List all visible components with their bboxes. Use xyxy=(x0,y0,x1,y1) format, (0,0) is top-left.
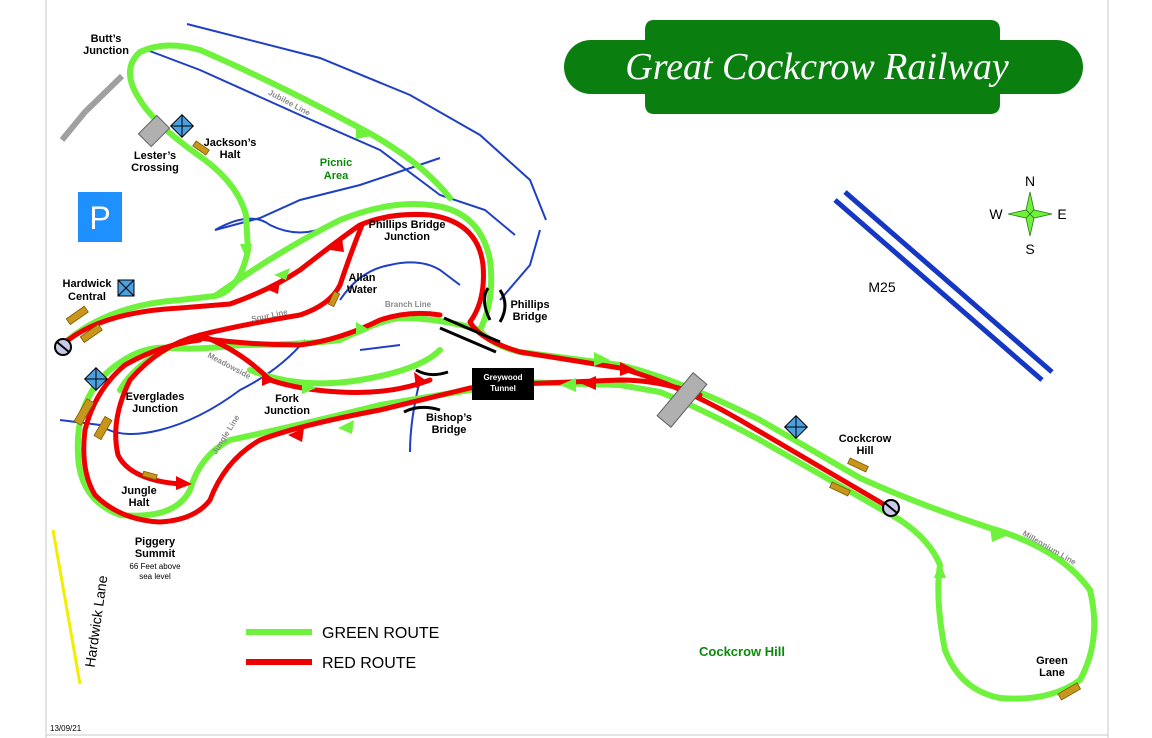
label-cockcrow-hill-area: Cockcrow Hill xyxy=(699,644,785,659)
label-allan-water-2: Water xyxy=(347,284,378,296)
streams xyxy=(59,23,547,453)
label-green-lane-1: Green xyxy=(1036,655,1068,667)
label-branch-line: Branch Line xyxy=(385,300,432,309)
label-bishops-bridge-2: Bridge xyxy=(432,424,467,436)
level-crossings xyxy=(137,114,708,428)
label-jungle-line: Jungle Line xyxy=(210,413,241,456)
green-route xyxy=(65,42,1098,702)
label-everglades-junction-2: Junction xyxy=(132,403,178,415)
greywood-tunnel: Greywood Tunnel xyxy=(472,368,534,400)
svg-text:P: P xyxy=(89,200,110,236)
label-jacksons-halt-1: Jackson’s xyxy=(204,137,257,149)
compass-rose: N S E W xyxy=(989,173,1066,257)
label-meadowside: Meadowside xyxy=(206,351,253,382)
signal-boxes xyxy=(83,113,809,440)
label-piggery-summit-1: Piggery xyxy=(135,536,176,548)
label-jacksons-halt-2: Halt xyxy=(220,149,241,161)
hardwick-lane-road xyxy=(51,529,82,685)
label-hardwick-lane: Hardwick Lane xyxy=(82,574,111,668)
label-cockcrow-hill-station-1: Cockcrow xyxy=(839,433,892,445)
label-jungle-halt-1: Jungle xyxy=(121,485,156,497)
legend-green-label: GREEN ROUTE xyxy=(322,625,439,642)
route-arrows xyxy=(176,125,1006,578)
label-phillips-bridge-junction-2: Junction xyxy=(384,231,430,243)
place-labels: Butt’s Junction Lester’s Crossing Jackso… xyxy=(50,33,1068,733)
label-cockcrow-hill-station-2: Hill xyxy=(856,445,873,457)
label-lesters-crossing-1: Lester’s xyxy=(134,150,176,162)
map-title: Great Cockcrow Railway xyxy=(625,46,1009,88)
label-m25: M25 xyxy=(868,279,895,295)
compass-e: E xyxy=(1057,206,1066,222)
label-piggery-note-2: sea level xyxy=(139,572,171,581)
label-jungle-halt-2: Halt xyxy=(129,497,150,509)
label-millennium-line: Millennium Line xyxy=(1021,529,1078,567)
label-date: 13/09/21 xyxy=(50,724,82,733)
label-phillips-bridge-2: Bridge xyxy=(513,311,548,323)
buffer-stops xyxy=(54,338,900,517)
label-picnic-area-2: Area xyxy=(324,170,349,182)
label-fork-junction-2: Junction xyxy=(264,405,310,417)
label-allan-water-1: Allan xyxy=(349,272,376,284)
title-banner: Great Cockcrow Railway xyxy=(564,20,1083,114)
label-phillips-bridge-junction-1: Phillips Bridge xyxy=(368,219,445,231)
label-hardwick-central-2: Central xyxy=(68,291,106,303)
m25-motorway xyxy=(833,190,1054,382)
station-platforms xyxy=(65,140,1082,701)
compass-n: N xyxy=(1025,173,1035,189)
bridges xyxy=(403,287,507,414)
label-everglades-junction-1: Everglades xyxy=(126,391,185,403)
label-picnic-area-1: Picnic xyxy=(320,157,352,169)
label-fork-junction-1: Fork xyxy=(275,393,300,405)
label-butts-junction-1: Butt’s xyxy=(91,33,122,45)
compass-s: S xyxy=(1025,241,1034,257)
compass-w: W xyxy=(989,206,1003,222)
approach-road xyxy=(59,73,125,142)
svg-text:Greywood: Greywood xyxy=(483,373,522,382)
label-piggery-summit-2: Summit xyxy=(135,548,176,560)
legend: GREEN ROUTE RED ROUTE xyxy=(246,625,439,672)
parking-sign: P xyxy=(78,192,122,242)
label-hardwick-central-1: Hardwick xyxy=(63,278,113,290)
svg-text:Tunnel: Tunnel xyxy=(490,384,516,393)
label-lesters-crossing-2: Crossing xyxy=(131,162,179,174)
legend-red-label: RED ROUTE xyxy=(322,655,416,672)
label-bishops-bridge-1: Bishop’s xyxy=(426,412,472,424)
label-green-lane-2: Lane xyxy=(1039,667,1065,679)
label-phillips-bridge-1: Phillips xyxy=(510,299,549,311)
label-piggery-note-1: 66 Feet above xyxy=(129,562,181,571)
label-butts-junction-2: Junction xyxy=(83,45,129,57)
